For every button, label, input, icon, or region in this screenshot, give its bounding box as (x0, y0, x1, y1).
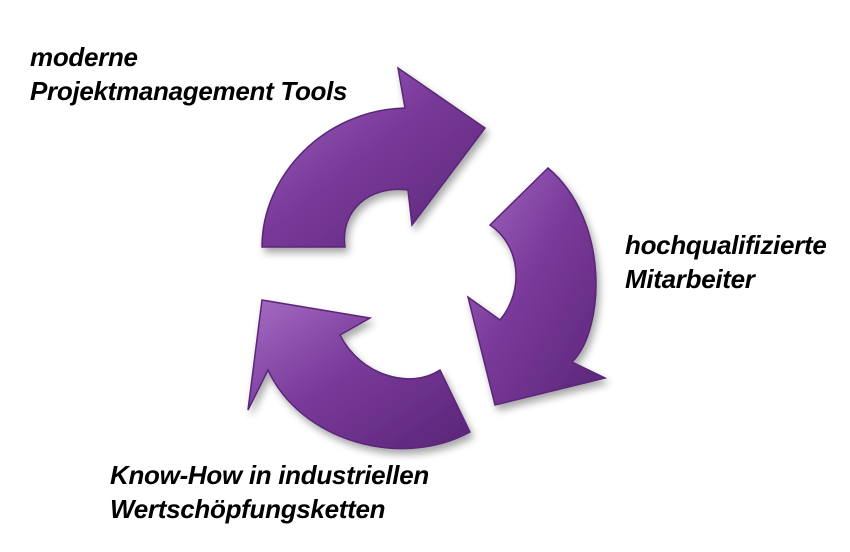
label-hochqualifizierte-mitarbeiter: hochqualifizierte Mitarbeiter (625, 228, 827, 296)
label-know-how: Know-How in industriellen Wertschöpfungs… (110, 458, 429, 526)
label-tools-line-2: Projektmanagement Tools (30, 76, 348, 106)
label-tools-line-1: moderne (30, 42, 138, 72)
label-knowhow-line-2: Wertschöpfungsketten (110, 494, 386, 524)
cycle-arrow-bottom-left (247, 299, 471, 450)
cycle-arrow-right (466, 166, 608, 406)
label-staff-line-2: Mitarbeiter (625, 264, 755, 294)
label-knowhow-line-1: Know-How in industriellen (110, 460, 429, 490)
label-projektmanagement-tools: moderne Projektmanagement Tools (30, 40, 348, 108)
cycle-arrow-top (261, 66, 487, 248)
label-staff-line-1: hochqualifizierte (625, 230, 827, 260)
